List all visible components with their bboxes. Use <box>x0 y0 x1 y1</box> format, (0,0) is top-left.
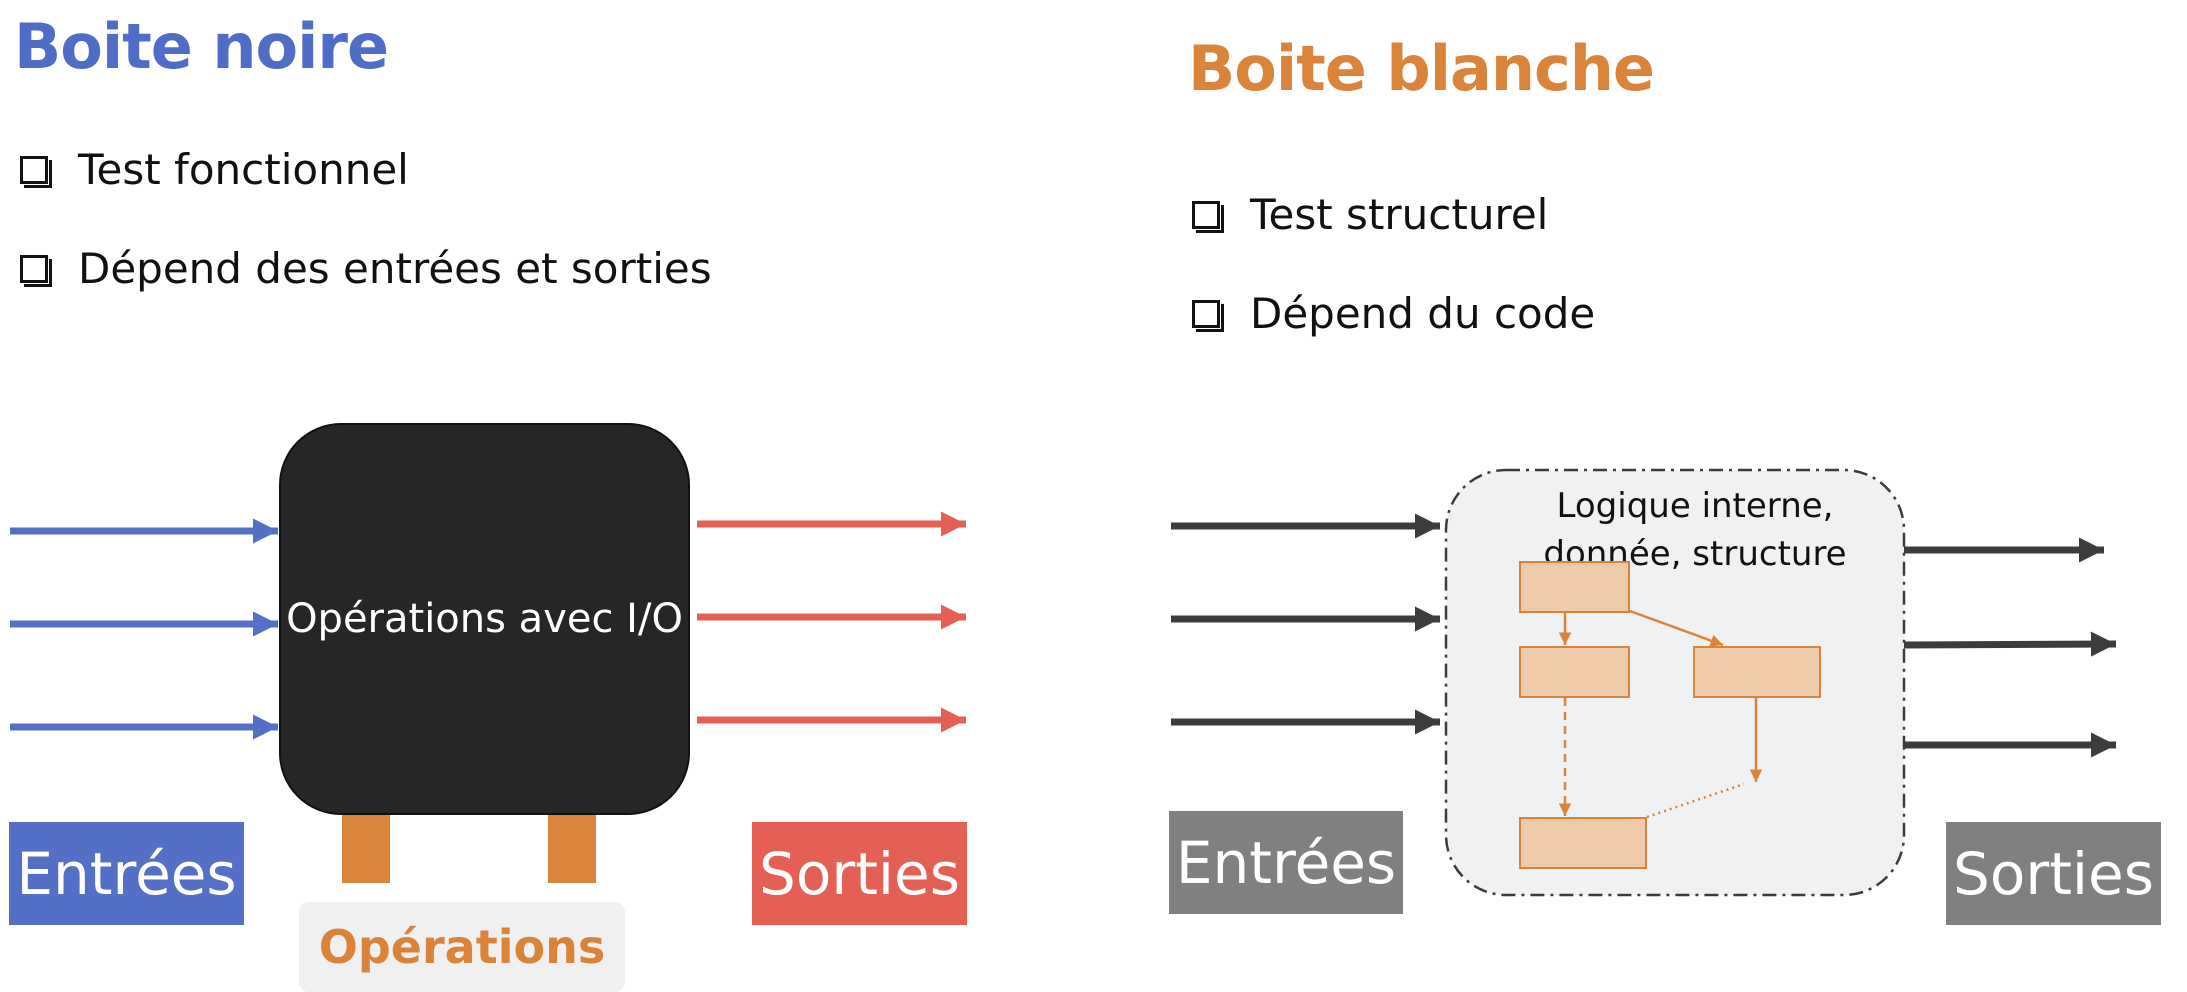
checkbox-icon <box>1192 300 1224 332</box>
white-box-border <box>1444 468 1906 897</box>
black-box-title: Boite noire <box>14 10 389 83</box>
flow-node-bottom <box>1519 817 1647 869</box>
inputs-text: Entrées <box>16 839 237 908</box>
bullet-text: Test fonctionnel <box>78 145 409 194</box>
inputs-text: Entrées <box>1175 828 1397 897</box>
black-box-bullet-2: Dépend des entrées et sorties <box>20 248 712 290</box>
checkbox-icon <box>20 255 52 287</box>
flow-node-middle-left <box>1519 646 1630 698</box>
black-box-outputs-label: Sorties <box>752 822 967 925</box>
black-box-bullet-1: Test fonctionnel <box>20 149 409 191</box>
operations-label: Opérations <box>318 920 606 974</box>
white-box-output-arrow-2 <box>1903 631 2117 657</box>
checkbox-icon <box>1192 201 1224 233</box>
white-box-bullet-2: Dépend du code <box>1192 293 1595 335</box>
bullet-text: Test structurel <box>1250 190 1549 239</box>
black-box: Opérations avec I/O <box>279 423 690 815</box>
operations-label-box: Opérations <box>299 902 625 992</box>
white-box-title: Boite blanche <box>1188 32 1655 105</box>
black-box-label: Opérations avec I/O <box>286 596 683 642</box>
outputs-text: Sorties <box>1953 839 2154 908</box>
checkbox-icon <box>20 156 52 188</box>
white-box-bullet-1: Test structurel <box>1192 194 1548 236</box>
white-box-outputs-label: Sorties <box>1946 822 2161 925</box>
black-box-inputs-label: Entrées <box>9 822 244 925</box>
flow-node-middle-right <box>1693 646 1821 698</box>
operation-connector-right <box>548 815 596 883</box>
flow-dotted-link <box>1646 782 1745 819</box>
bullet-text: Dépend des entrées et sorties <box>78 244 712 293</box>
operation-connector-left <box>342 815 390 883</box>
outputs-text: Sorties <box>759 839 960 908</box>
white-box-inputs-label: Entrées <box>1169 811 1403 914</box>
flow-arrow-top-to-right <box>1629 609 1724 647</box>
bullet-text: Dépend du code <box>1250 289 1596 338</box>
flow-node-top <box>1519 561 1630 613</box>
